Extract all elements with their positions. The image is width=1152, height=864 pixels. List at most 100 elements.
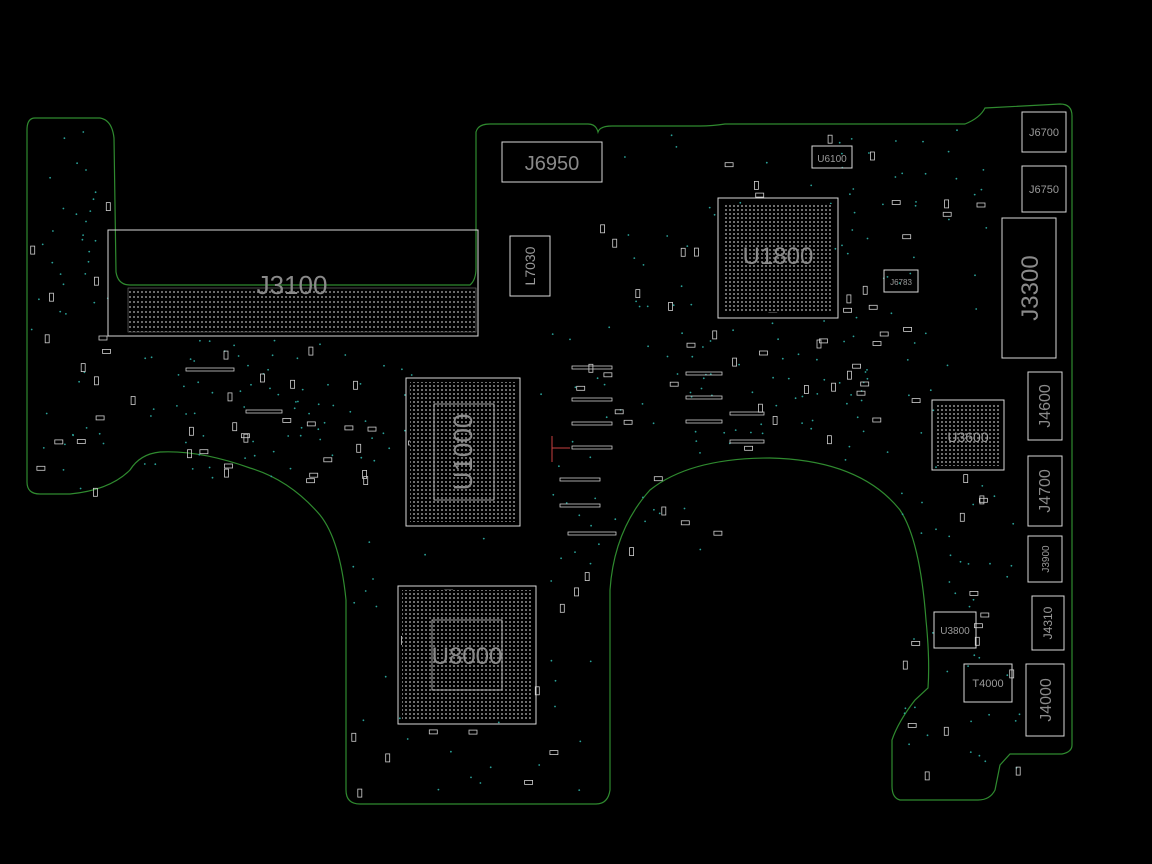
smd-part — [309, 472, 319, 478]
via — [949, 554, 952, 557]
via — [985, 227, 988, 229]
chip-u3600[interactable]: U3600 — [931, 399, 1005, 471]
connector-j4700[interactable]: J4700 — [1027, 455, 1063, 527]
connector-j3900[interactable]: J3900 — [1027, 535, 1063, 583]
via — [237, 355, 240, 357]
via — [635, 300, 637, 303]
via — [550, 659, 553, 662]
chip-u1800[interactable]: U1800 — [717, 197, 839, 319]
chip-u6100[interactable]: U6100 — [811, 145, 853, 169]
passive-bar — [185, 367, 235, 372]
via — [85, 220, 87, 223]
via — [797, 353, 800, 356]
via — [193, 360, 196, 362]
smd-part — [576, 385, 586, 391]
smd-part — [862, 285, 868, 295]
via — [772, 376, 774, 379]
smd-part — [98, 335, 108, 341]
connector-j6783[interactable]: J6783 — [883, 269, 919, 293]
via — [699, 548, 702, 551]
via — [882, 203, 884, 206]
via — [898, 282, 901, 284]
via — [680, 285, 683, 288]
via — [85, 169, 87, 171]
via — [299, 434, 302, 437]
connector-j3300[interactable]: J3300 — [1001, 217, 1057, 359]
connector-j4600[interactable]: J4600 — [1027, 371, 1063, 441]
via — [908, 394, 910, 397]
via — [143, 463, 146, 465]
smd-part — [653, 476, 663, 482]
smd-part — [603, 372, 613, 378]
chip-u8000[interactable]: U8000 — [397, 585, 537, 725]
smd-part — [188, 426, 194, 436]
connector-j6750[interactable]: J6750 — [1021, 165, 1067, 213]
inductor-l7030[interactable]: L7030 — [509, 235, 551, 297]
via — [982, 169, 985, 171]
via — [594, 497, 597, 500]
passive-bar — [571, 397, 613, 402]
via — [332, 404, 335, 407]
via — [404, 394, 406, 396]
passive-bar — [571, 421, 613, 426]
via — [984, 760, 987, 763]
connector-j6950[interactable]: J6950 — [501, 141, 603, 183]
via — [801, 395, 804, 398]
via — [59, 273, 62, 275]
via — [922, 140, 924, 143]
smd-part — [902, 660, 908, 670]
via — [331, 454, 334, 457]
via — [89, 210, 92, 213]
smd-part — [240, 433, 250, 439]
via — [908, 743, 910, 746]
via — [1006, 575, 1009, 578]
passive-bar — [685, 419, 723, 424]
via — [189, 358, 192, 360]
via — [683, 507, 686, 510]
via — [1006, 674, 1009, 677]
via — [973, 654, 976, 657]
via — [404, 429, 406, 432]
smd-part — [974, 623, 983, 629]
via — [569, 338, 571, 341]
label-u3800: U3800 — [940, 626, 970, 637]
smd-part — [629, 547, 634, 556]
via — [554, 679, 557, 682]
smd-part — [868, 304, 878, 310]
smd-part — [44, 334, 50, 344]
transformer-t4000[interactable]: T4000 — [963, 663, 1013, 703]
via — [750, 431, 752, 434]
connector-j4310[interactable]: J4310 — [1031, 595, 1065, 651]
via — [901, 172, 904, 175]
smd-part — [924, 771, 930, 781]
via — [598, 543, 600, 546]
via — [844, 459, 847, 461]
via — [327, 383, 329, 386]
via — [183, 385, 185, 388]
via — [359, 383, 362, 385]
via — [823, 378, 826, 381]
smd-part — [614, 409, 624, 415]
via — [554, 705, 556, 708]
smd-part — [827, 134, 833, 144]
via — [270, 475, 273, 478]
via — [811, 419, 814, 422]
via — [838, 141, 841, 144]
chip-u3800[interactable]: U3800 — [933, 611, 977, 649]
via — [233, 344, 236, 347]
via — [589, 456, 592, 459]
via — [978, 656, 981, 659]
via — [672, 304, 675, 307]
via — [846, 252, 849, 255]
connector-j4000[interactable]: J4000 — [1025, 663, 1065, 737]
connector-j6700[interactable]: J6700 — [1021, 111, 1067, 153]
via — [368, 541, 371, 543]
passive-bar — [559, 477, 601, 482]
via — [924, 332, 927, 335]
smd-part — [879, 331, 889, 337]
via — [959, 560, 962, 563]
chip-u1000[interactable]: U1000 — [405, 377, 521, 527]
connector-j3100[interactable]: J3100 — [107, 229, 479, 337]
passive-bar — [245, 409, 283, 414]
